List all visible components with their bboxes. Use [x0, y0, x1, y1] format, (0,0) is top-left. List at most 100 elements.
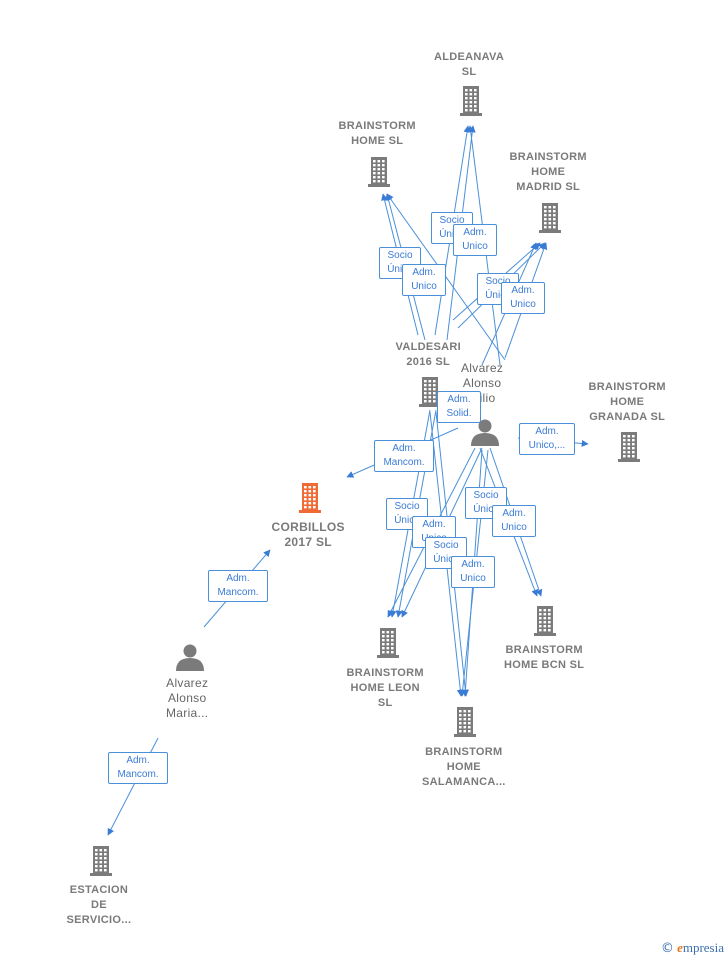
- node-label-bhsal: BRAINSTORM HOME SALAMANCA...: [422, 745, 506, 790]
- edge-label-line: Socio: [485, 276, 511, 287]
- node-label-line: SL: [377, 697, 393, 709]
- edge-label-line: Unico: [411, 281, 437, 292]
- edge-label[interactable]: Adm. Unico: [453, 224, 497, 256]
- building-icon[interactable]: [534, 606, 556, 636]
- building-icon[interactable]: [460, 86, 482, 116]
- edge-label-line: Único: [473, 504, 499, 515]
- node-label-line: HOME: [446, 761, 481, 773]
- edge-label[interactable]: Adm. Unico,...: [519, 423, 575, 455]
- edge-label-line: Único: [439, 229, 465, 240]
- node-label-line: BRAINSTORM: [346, 667, 424, 679]
- edge-label-line: Socio: [473, 490, 499, 501]
- node-label-line: HOME BCN SL: [504, 659, 585, 671]
- node-label-line: 2016 SL: [406, 356, 451, 368]
- node-label-aldeanava: ALDEANAVA SL: [434, 50, 504, 80]
- brand-initial: e: [677, 940, 683, 955]
- edge-label-line: Adm.: [502, 508, 526, 519]
- node-label-bhgra: BRAINSTORM HOME GRANADA SL: [589, 380, 666, 425]
- node-label-line: SL: [461, 66, 477, 78]
- edge-label-line: Único: [433, 554, 459, 565]
- edge-label[interactable]: Adm. Unico: [451, 556, 495, 588]
- edge-label-line: Unico: [510, 299, 536, 310]
- node-label-line: BRAINSTORM: [338, 120, 416, 132]
- node-label-line: ALDEANAVA: [434, 51, 505, 63]
- edge-label-line: Adm.: [535, 426, 559, 437]
- edge-label-line: Adm.: [412, 267, 436, 278]
- node-label-line: Alonso: [462, 376, 502, 390]
- edge-label-line: Unico: [460, 573, 486, 584]
- copyright-icon: ©: [660, 941, 674, 956]
- node-label-line: VALDESARI: [395, 341, 461, 353]
- edge-label-line: Adm.: [463, 227, 487, 238]
- edge-label-line: Único: [394, 515, 420, 526]
- node-label-line: MADRID SL: [516, 181, 581, 193]
- building-icon[interactable]: [377, 628, 399, 658]
- node-label-line: SERVICIO...: [66, 914, 132, 926]
- edge-label-line: Mancom.: [383, 457, 425, 468]
- edge-label-line: Adm.: [461, 559, 485, 570]
- edge-label-line: Unico: [501, 522, 527, 533]
- edge-label-line: Mancom.: [117, 769, 159, 780]
- node-label-bhmad: BRAINSTORM HOME MADRID SL: [510, 150, 587, 195]
- building-icon[interactable]: [368, 157, 390, 187]
- node-label-line: ESTACION: [69, 884, 129, 896]
- edge-label[interactable]: Adm. Unico: [492, 505, 536, 537]
- node-label-line: HOME: [610, 396, 645, 408]
- edge-label-line: Socio: [439, 215, 465, 226]
- edge-label-line: Adm.: [126, 755, 150, 766]
- focus-building-icon[interactable]: [299, 483, 321, 513]
- edge-label-line: Socio: [433, 540, 459, 551]
- building-icon[interactable]: [618, 432, 640, 462]
- node-label-line: Maria...: [166, 706, 209, 720]
- edge-label-line: Adm.: [392, 443, 416, 454]
- node-label-line: 2017 SL: [284, 535, 332, 549]
- building-icon[interactable]: [419, 377, 441, 407]
- node-label-line: BRAINSTORM: [505, 644, 583, 656]
- building-icon[interactable]: [539, 203, 561, 233]
- node-label-bhleon: BRAINSTORM HOME LEON SL: [347, 666, 424, 711]
- edge-label[interactable]: Adm. Mancom.: [208, 570, 268, 602]
- node-label-line: CORBILLOS: [271, 520, 345, 534]
- edge-label[interactable]: Adm. Solid.: [437, 391, 481, 423]
- edge-label-line: Único: [387, 264, 413, 275]
- person-icon[interactable]: [471, 419, 499, 447]
- brand-footer: © empresia: [661, 940, 724, 956]
- edge-label-line: Único: [485, 290, 511, 301]
- node-label-line: BRAINSTORM: [588, 381, 666, 393]
- edge-label-line: Unico: [462, 241, 488, 252]
- edge-label[interactable]: Adm. Unico: [402, 264, 446, 296]
- brand-name: mpresia: [682, 940, 724, 955]
- edge-label-line: Socio: [394, 501, 420, 512]
- node-label-line: Alvarez: [461, 361, 504, 375]
- edge-label[interactable]: Adm.Unico: [501, 282, 545, 314]
- edge-label-line: Adm.: [226, 573, 250, 584]
- edge-label-line: Adm.: [447, 394, 471, 405]
- person-icon[interactable]: [176, 644, 204, 672]
- node-label-line: GRANADA SL: [589, 411, 666, 423]
- edge-label-line: Unico,...: [528, 440, 566, 451]
- node-label-line: Alvarez: [166, 676, 209, 690]
- node-label-line: BRAINSTORM: [509, 151, 587, 163]
- building-icon[interactable]: [90, 846, 112, 876]
- building-icon[interactable]: [454, 707, 476, 737]
- node-label-line: HOME LEON: [350, 682, 420, 694]
- node-label-line: DE: [90, 899, 107, 911]
- edge-label-line: Solid.: [446, 408, 472, 419]
- node-label-line: HOME SL: [351, 135, 404, 147]
- node-label-line: HOME: [531, 166, 566, 178]
- edge-label-line: Socio: [387, 250, 413, 261]
- edge-label-line: Mancom.: [217, 587, 259, 598]
- node-label-bh: BRAINSTORM HOME SL: [339, 119, 416, 149]
- node-label-bhbcn: BRAINSTORM HOME BCN SL: [504, 643, 584, 673]
- node-label-valdesari: VALDESARI 2016 SL: [396, 340, 461, 370]
- edge-label[interactable]: Adm. Mancom.: [108, 752, 168, 784]
- node-label-line: SALAMANCA...: [422, 776, 506, 788]
- edge-label-line: Adm.: [422, 519, 446, 530]
- node-label-line: Alonso: [167, 691, 207, 705]
- edge-label[interactable]: Adm. Mancom.: [374, 440, 434, 472]
- node-label-line: BRAINSTORM: [425, 746, 503, 758]
